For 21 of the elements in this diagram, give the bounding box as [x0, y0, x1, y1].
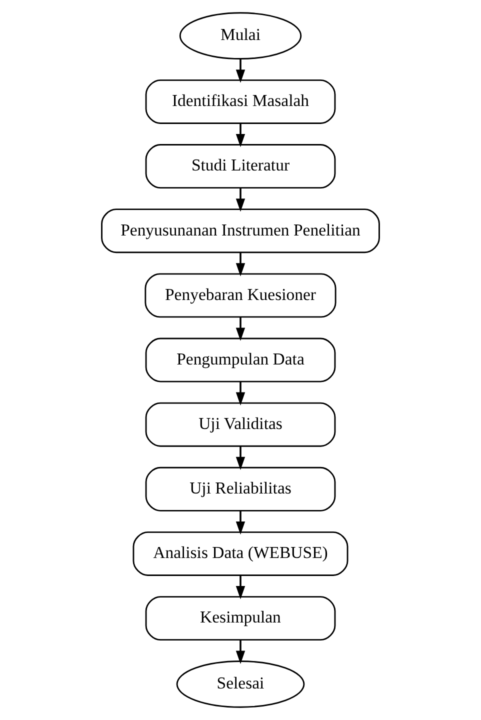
node-box: Identifikasi Masalah — [145, 79, 336, 124]
arrow — [236, 58, 246, 83]
arrow — [236, 510, 246, 535]
node-box: Uji Validitas — [145, 402, 336, 447]
node-box: Pengumpulan Data — [145, 338, 336, 382]
arrow — [236, 575, 246, 600]
arrow — [236, 252, 246, 276]
arrow — [236, 446, 246, 470]
arrow — [236, 123, 246, 148]
node-box: Penyebaran Kuesioner — [144, 273, 336, 318]
node-box: Penyusunanan Instrumen Penelitian — [101, 208, 380, 254]
arrow — [236, 640, 246, 664]
arrow — [236, 316, 246, 341]
node-ellipse: Mulai — [179, 12, 302, 60]
node-box: Studi Literatur — [145, 144, 336, 189]
node-box: Analisis Data (WEBUSE) — [132, 531, 348, 576]
node-box: Uji Reliabilitas — [145, 466, 336, 512]
node-box: Kesimpulan — [145, 596, 336, 641]
node-ellipse: Selesai — [176, 660, 305, 708]
arrow — [236, 382, 246, 406]
arrow — [236, 188, 246, 212]
